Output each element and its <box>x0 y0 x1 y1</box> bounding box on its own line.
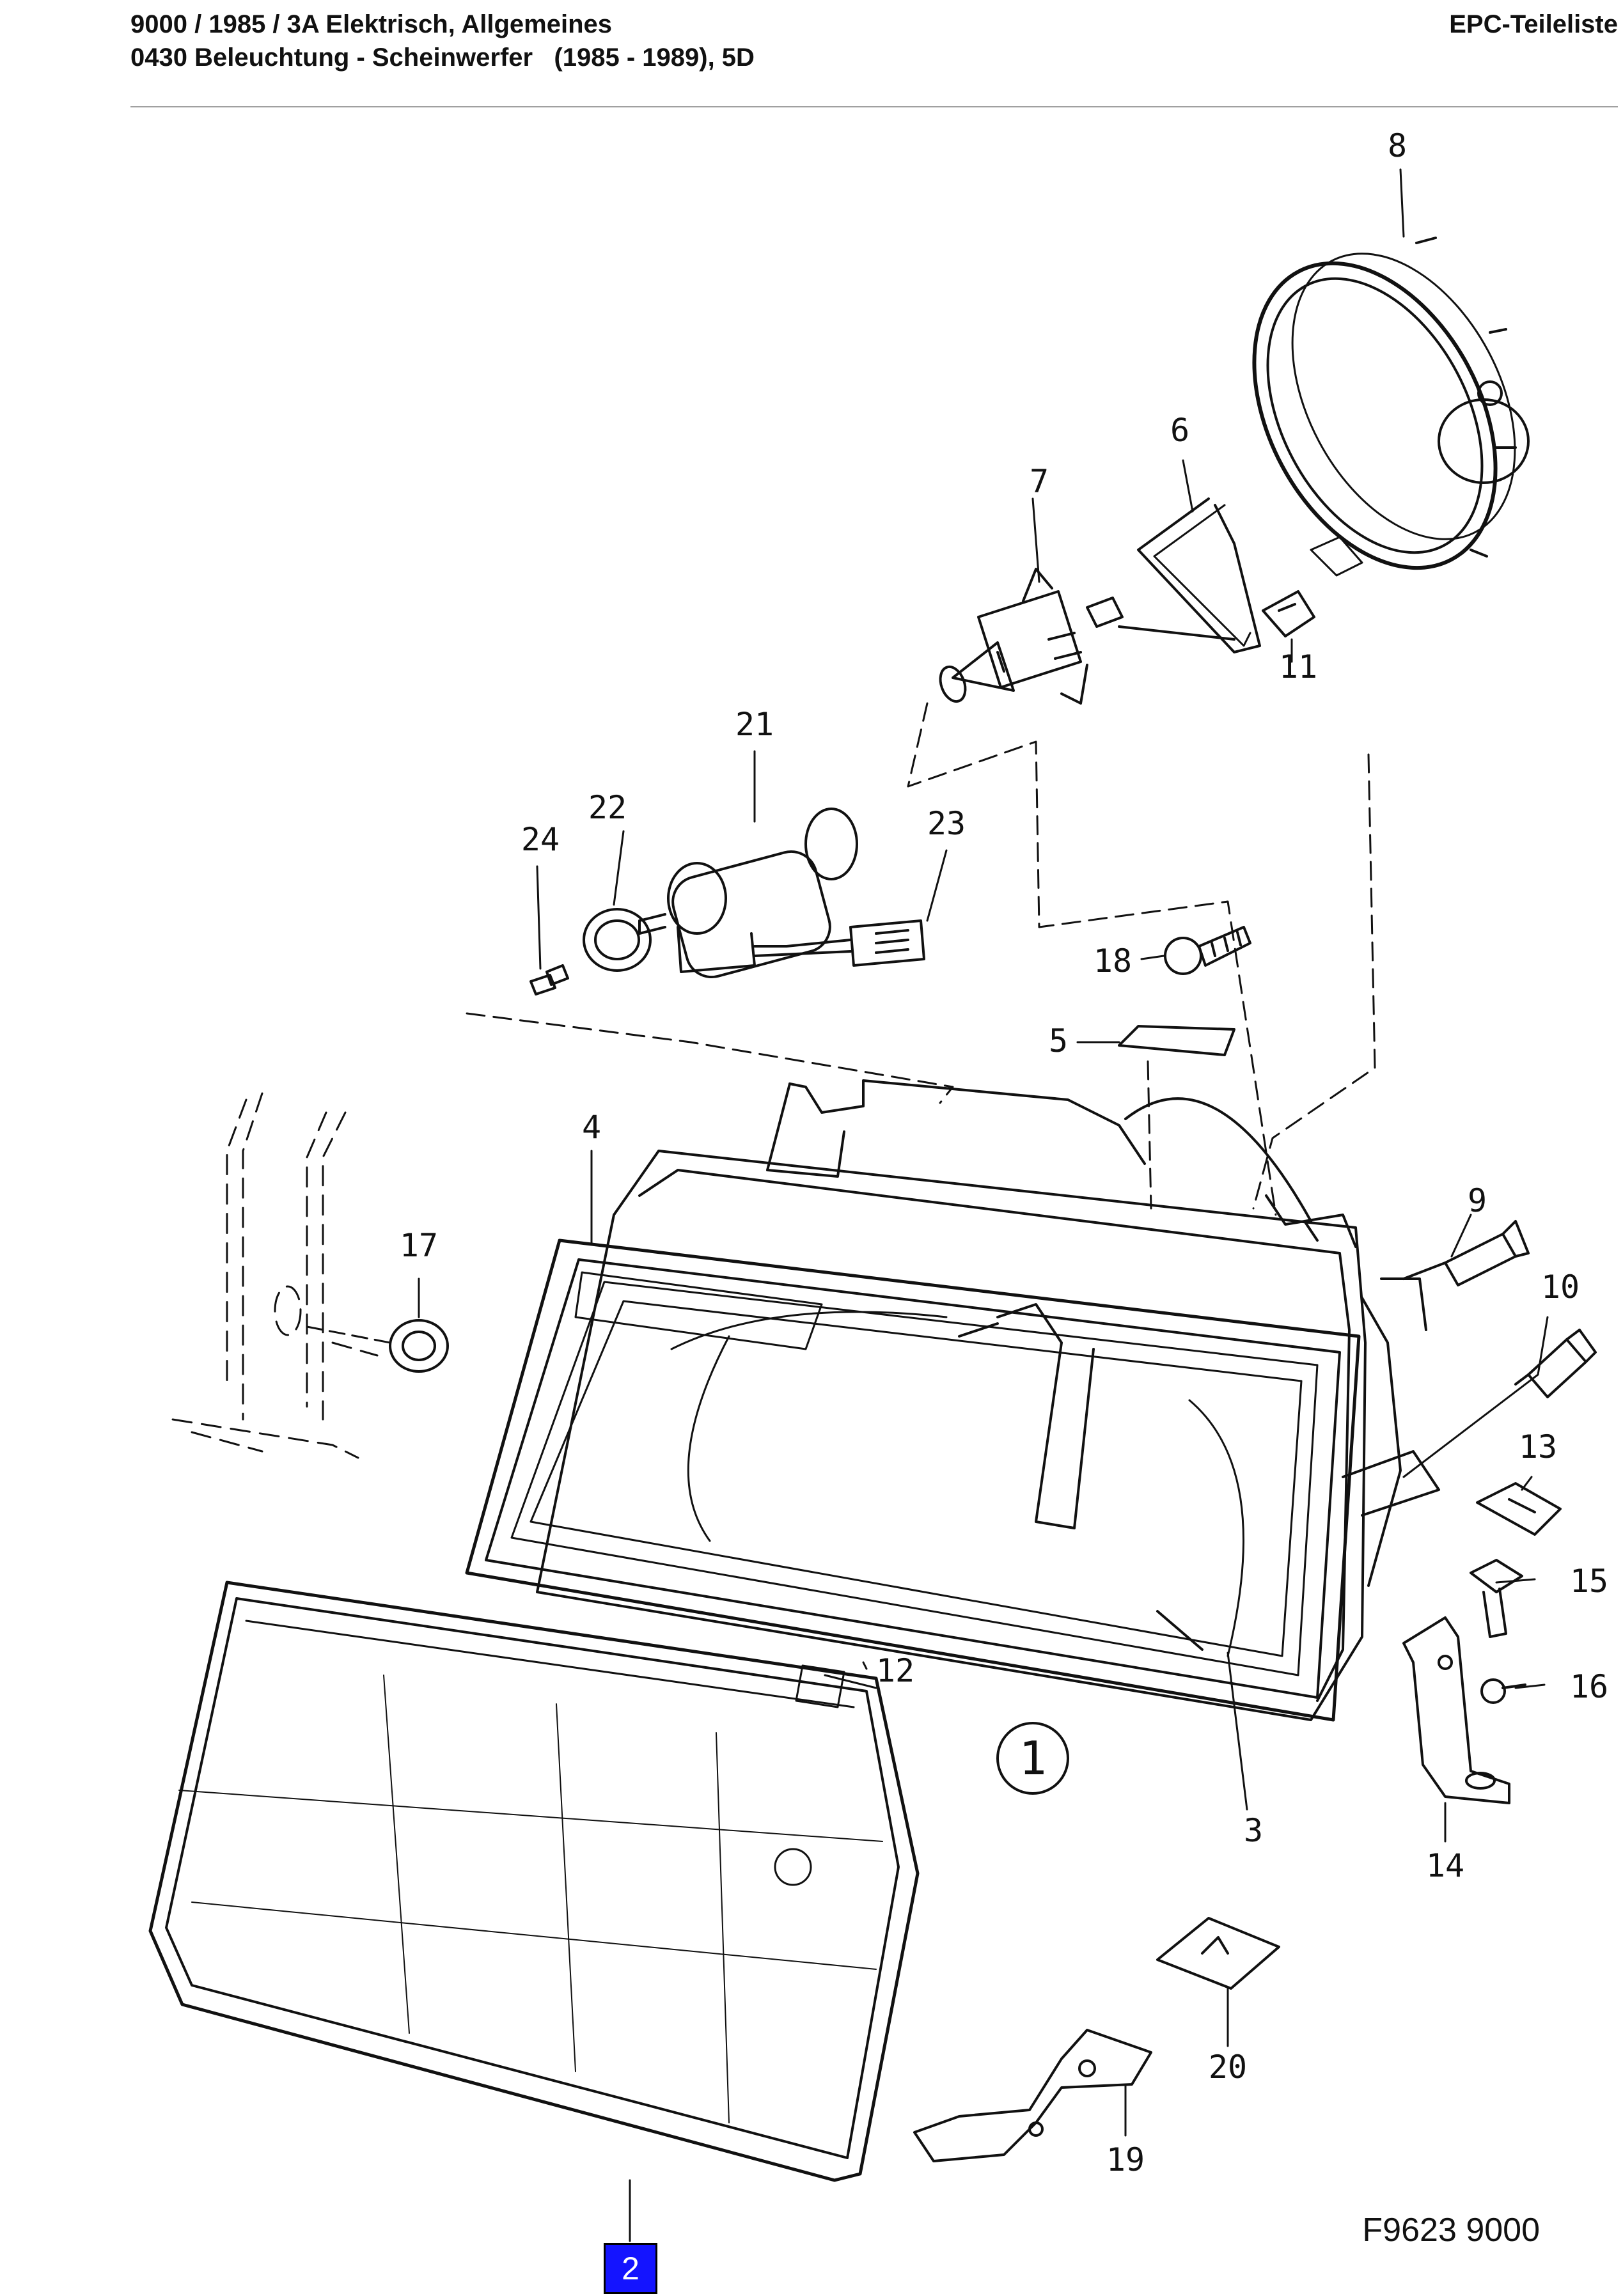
header-group-line: 0430 Beleuchtung - Scheinwerfer (1985 - … <box>130 43 755 72</box>
plastic-rivet[interactable] <box>529 964 569 996</box>
headlamp-lens[interactable] <box>148 1581 920 2182</box>
header-divider <box>130 106 1618 107</box>
callout-21[interactable]: 21 <box>735 706 774 743</box>
assembly-paths <box>466 702 1376 1216</box>
figure-code: F9623 9000 <box>1362 2212 1540 2249</box>
headlamp-frame[interactable] <box>465 1238 1361 1722</box>
retaining-clip-top[interactable] <box>1118 1025 1235 1056</box>
callout-19[interactable]: 19 <box>1106 2141 1145 2178</box>
screw-16[interactable] <box>1480 1678 1526 1704</box>
callout-labels: 1 3 4 5 6 7 8 9 10 11 12 13 14 15 16 17 … <box>400 127 1608 2178</box>
callout-14[interactable]: 14 <box>1426 1847 1464 1884</box>
callout-24[interactable]: 24 <box>521 821 560 858</box>
callout-8[interactable]: 8 <box>1388 127 1407 164</box>
body-panel-outline <box>171 1092 379 1459</box>
callout-16[interactable]: 16 <box>1570 1668 1608 1705</box>
callout-4[interactable]: 4 <box>582 1109 601 1146</box>
clip-nut-13[interactable] <box>1476 1482 1562 1536</box>
callout-15[interactable]: 15 <box>1570 1563 1608 1600</box>
adjuster-screw[interactable] <box>1164 926 1251 975</box>
selected-part-badge[interactable]: 2 <box>604 2243 657 2294</box>
callout-3[interactable]: 3 <box>1244 1812 1263 1849</box>
headlamp-bulb[interactable] <box>936 568 1124 705</box>
adjuster-pin-9[interactable] <box>1402 1220 1530 1286</box>
catalog-title: EPC-Teileliste <box>1449 10 1618 38</box>
callout-17[interactable]: 17 <box>400 1227 438 1264</box>
callout-22[interactable]: 22 <box>588 789 627 826</box>
mounting-bracket[interactable] <box>1402 1616 1510 1804</box>
callout-23[interactable]: 23 <box>927 805 966 842</box>
callout-20[interactable]: 20 <box>1209 2049 1247 2086</box>
rubber-ring[interactable] <box>583 908 652 972</box>
callout-1[interactable]: 1 <box>1019 1731 1046 1785</box>
spring-clip[interactable] <box>1118 497 1261 653</box>
callout-12[interactable]: 12 <box>876 1652 914 1689</box>
clip-nut[interactable] <box>1262 590 1315 637</box>
headlamp-housing[interactable] <box>536 1079 1440 1721</box>
foam-seal-strip[interactable] <box>574 1271 845 1708</box>
grommet[interactable] <box>306 1319 449 1373</box>
callout-13[interactable]: 13 <box>1519 1428 1557 1465</box>
square-pad[interactable] <box>1156 1917 1280 1990</box>
callout-6[interactable]: 6 <box>1170 412 1189 449</box>
adjustment-motor[interactable] <box>638 808 925 983</box>
callout-18[interactable]: 18 <box>1094 942 1132 980</box>
callout-9[interactable]: 9 <box>1468 1182 1487 1219</box>
lower-bracket[interactable] <box>913 2029 1152 2162</box>
callout-5[interactable]: 5 <box>1049 1022 1068 1059</box>
callout-11[interactable]: 11 <box>1279 648 1317 685</box>
header-model-line: 9000 / 1985 / 3A Elektrisch, Allgemeines <box>130 10 613 38</box>
bolt-15[interactable] <box>1470 1559 1523 1638</box>
reflector-bowl[interactable] <box>1205 216 1561 609</box>
callout-7[interactable]: 7 <box>1030 463 1049 500</box>
page-header: 9000 / 1985 / 3A Elektrisch, Allgemeines… <box>130 8 755 74</box>
leader-lines <box>418 168 1549 2242</box>
callout-10[interactable]: 10 <box>1541 1269 1580 1306</box>
adjuster-pin-10[interactable] <box>1514 1329 1597 1398</box>
